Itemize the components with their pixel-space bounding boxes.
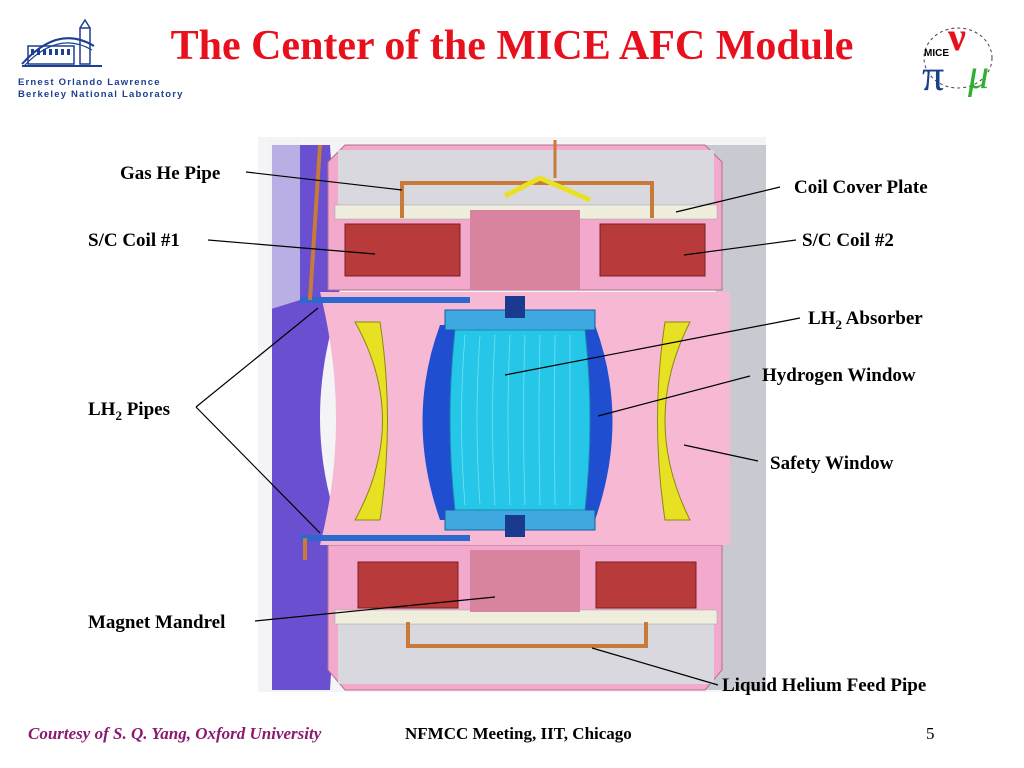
label-magnet-mandrel: Magnet Mandrel: [88, 612, 226, 633]
bottom-coil-right-shape: [595, 561, 697, 609]
lbnl-name-line1: Ernest Orlando Lawrence: [18, 77, 161, 88]
label-liquid-helium-feed-pipe: Liquid Helium Feed Pipe: [722, 675, 927, 696]
left-safety-window-shape: [354, 321, 388, 521]
sc-coil-2-shape: [599, 223, 706, 277]
sc-coil-1-shape: [344, 223, 461, 277]
label-hydrogen-window: Hydrogen Window: [762, 365, 916, 386]
label-safety-window: Safety Window: [770, 453, 894, 474]
bottom-coil-cover-plate: [334, 609, 718, 625]
mice-logo: MICE ν π μ: [918, 14, 1010, 100]
bottom-gray-cavity: [338, 624, 714, 684]
footer-meeting: NFMCC Meeting, IIT, Chicago: [405, 724, 632, 743]
footer-courtesy: Courtesy of S. Q. Yang, Oxford Universit…: [28, 724, 322, 743]
mice-word: MICE: [924, 48, 949, 59]
right-safety-window-shape: [657, 321, 691, 521]
page-number: 5: [926, 724, 935, 743]
lh2-absorber-shape: [449, 329, 591, 511]
liquid-helium-feed-pipe-shape: [406, 622, 648, 648]
bottom-coil-left-shape: [357, 561, 459, 609]
label-coil-cover-plate: Coil Cover Plate: [794, 177, 928, 198]
top-gray-cavity: [338, 150, 714, 205]
left-hydrogen-window-shape: [422, 325, 460, 520]
leader-lines: [195, 171, 801, 686]
label-sc-coil-1: S/C Coil #1: [88, 230, 180, 251]
mice-pi-glyph: π: [922, 51, 944, 100]
label-sc-coil-2: S/C Coil #2: [802, 230, 894, 251]
slide-title: The Center of the MICE AFC Module: [170, 23, 854, 69]
mice-nu-glyph: ν: [947, 14, 966, 59]
label-lh2-pipes: LH2 Pipes: [88, 399, 170, 423]
lbnl-logo: [18, 16, 198, 98]
magnet-mandrel-shape: [470, 550, 580, 612]
label-lh2-absorber: LH2 Absorber: [808, 308, 923, 332]
label-gas-he-pipe: Gas He Pipe: [120, 163, 221, 184]
lbnl-building-icon: [21, 18, 102, 67]
top-mandrel-center: [470, 210, 580, 290]
mice-mu-glyph: μ: [967, 52, 989, 98]
lbnl-name-line2: Berkeley National Laboratory: [18, 89, 184, 100]
